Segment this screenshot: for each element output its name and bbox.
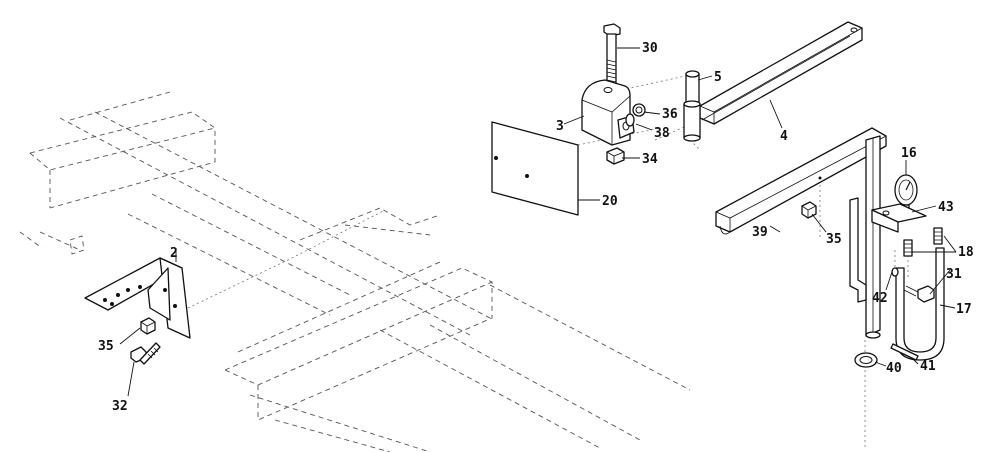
slotted-strip [849, 197, 867, 303]
callout-36: 36 [662, 107, 678, 122]
callout-3: 3 [556, 119, 564, 134]
callout-20: 20 [602, 194, 618, 209]
washer-part-38 [625, 113, 635, 127]
u-tube-part-17 [895, 247, 945, 361]
callout-35-right: 35 [826, 232, 842, 247]
fitting-part-18-b [933, 227, 943, 245]
callout-31: 31 [946, 267, 962, 282]
callout-18: 18 [958, 245, 974, 260]
callout-17: 17 [956, 302, 972, 317]
callout-4: 4 [780, 129, 788, 144]
alignment-lines [187, 74, 909, 450]
ring-part-40 [854, 352, 878, 368]
nut-part-36 [632, 103, 646, 117]
callout-39: 39 [752, 225, 768, 240]
nut-part-35-left [140, 317, 156, 335]
callout-32: 32 [112, 399, 128, 414]
bracket-plate-part-43 [871, 203, 927, 233]
hinge-block-part-3 [581, 79, 635, 146]
leader-lines [119, 47, 957, 397]
callout-16: 16 [901, 146, 917, 161]
callout-30: 30 [642, 41, 658, 56]
fitting-part-18-a [903, 239, 913, 257]
callout-34: 34 [642, 152, 658, 167]
angle-bracket-part-2 [84, 257, 191, 339]
angle-arm-part-39 [715, 127, 887, 339]
nut-part-35-right [801, 201, 817, 219]
callout-40: 40 [886, 361, 902, 376]
callout-42: 42 [872, 291, 888, 306]
washer-part-42 [891, 267, 899, 277]
callout-35-left: 35 [98, 339, 114, 354]
plate-part-20 [491, 121, 579, 216]
callout-43: 43 [938, 200, 954, 215]
arm-part-4 [683, 21, 863, 142]
callout-labels: 30 5 36 3 38 4 34 20 16 43 39 35 18 31 2… [98, 41, 974, 414]
callout-41: 41 [920, 359, 936, 374]
bolt-part-31 [903, 285, 935, 303]
callout-5: 5 [714, 70, 722, 85]
nut-part-34 [606, 147, 625, 165]
bolt-part-32 [130, 342, 161, 365]
phantom-frame [19, 91, 691, 452]
pin-part-41 [890, 343, 919, 361]
callout-38: 38 [654, 126, 670, 141]
callout-2: 2 [170, 246, 178, 261]
bolt-part-30 [603, 23, 621, 87]
